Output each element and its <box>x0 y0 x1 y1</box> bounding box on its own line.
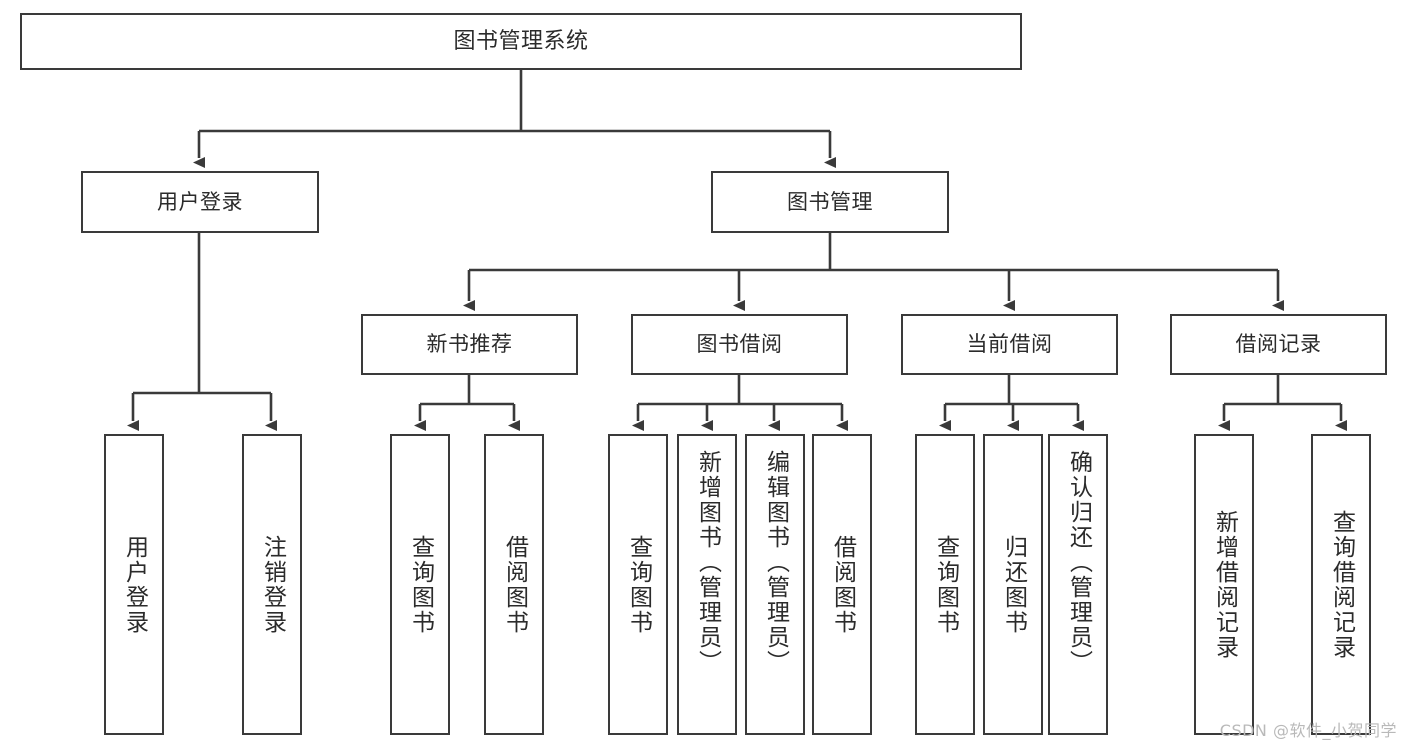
node-user-login[interactable]: 用户登录 <box>81 171 319 233</box>
leaf-user-login[interactable]: 用户登录 <box>104 434 164 735</box>
leaf-logout-login-label: 注销登录 <box>259 534 286 635</box>
leaf-borrow-borrow-book[interactable]: 借阅图书 <box>812 434 872 735</box>
leaf-newbook-borrow-book-label: 借阅图书 <box>501 534 528 635</box>
leaf-newbook-borrow-book[interactable]: 借阅图书 <box>484 434 544 735</box>
node-new-book-recommend[interactable]: 新书推荐 <box>361 314 578 375</box>
leaf-current-return-book-label: 归还图书 <box>1000 534 1027 635</box>
node-user-login-label: 用户登录 <box>157 189 243 214</box>
leaf-newbook-query-book-label: 查询图书 <box>407 534 434 635</box>
node-book-manage[interactable]: 图书管理 <box>711 171 949 233</box>
node-current-borrow[interactable]: 当前借阅 <box>901 314 1118 375</box>
node-book-borrow-label: 图书借阅 <box>696 332 783 357</box>
leaf-user-login-label: 用户登录 <box>121 534 148 635</box>
leaf-record-add-label: 新增借阅记录 <box>1211 509 1238 660</box>
node-root-label: 图书管理系统 <box>453 28 589 54</box>
leaf-newbook-query-book[interactable]: 查询图书 <box>390 434 450 735</box>
leaf-record-query[interactable]: 查询借阅记录 <box>1311 434 1371 735</box>
node-book-manage-label: 图书管理 <box>787 189 873 214</box>
leaf-borrow-add-book[interactable]: 新增图书（管理员） <box>677 434 737 735</box>
leaf-borrow-query-book-label: 查询图书 <box>625 534 652 635</box>
leaf-record-add[interactable]: 新增借阅记录 <box>1194 434 1254 735</box>
node-book-borrow[interactable]: 图书借阅 <box>631 314 848 375</box>
node-current-borrow-label: 当前借阅 <box>966 332 1053 357</box>
leaf-borrow-edit-book[interactable]: 编辑图书（管理员） <box>745 434 805 735</box>
leaf-current-confirm-return[interactable]: 确认归还（管理员） <box>1048 434 1108 735</box>
watermark: CSDN @软件_小贺同学 <box>1219 721 1397 740</box>
leaf-borrow-borrow-book-label: 借阅图书 <box>829 534 856 635</box>
node-borrow-record[interactable]: 借阅记录 <box>1170 314 1387 375</box>
leaf-record-query-label: 查询借阅记录 <box>1328 509 1355 660</box>
leaf-current-confirm-return-label: 确认归还（管理员） <box>1065 450 1092 675</box>
leaf-borrow-edit-book-label: 编辑图书（管理员） <box>762 450 789 675</box>
leaf-current-query-book-label: 查询图书 <box>932 534 959 635</box>
leaf-borrow-add-book-label: 新增图书（管理员） <box>694 450 721 675</box>
leaf-current-query-book[interactable]: 查询图书 <box>915 434 975 735</box>
leaf-logout-login[interactable]: 注销登录 <box>242 434 302 735</box>
leaf-current-return-book[interactable]: 归还图书 <box>983 434 1043 735</box>
node-borrow-record-label: 借阅记录 <box>1235 332 1322 357</box>
leaf-borrow-query-book[interactable]: 查询图书 <box>608 434 668 735</box>
node-new-book-recommend-label: 新书推荐 <box>426 332 513 357</box>
node-root[interactable]: 图书管理系统 <box>20 13 1022 70</box>
